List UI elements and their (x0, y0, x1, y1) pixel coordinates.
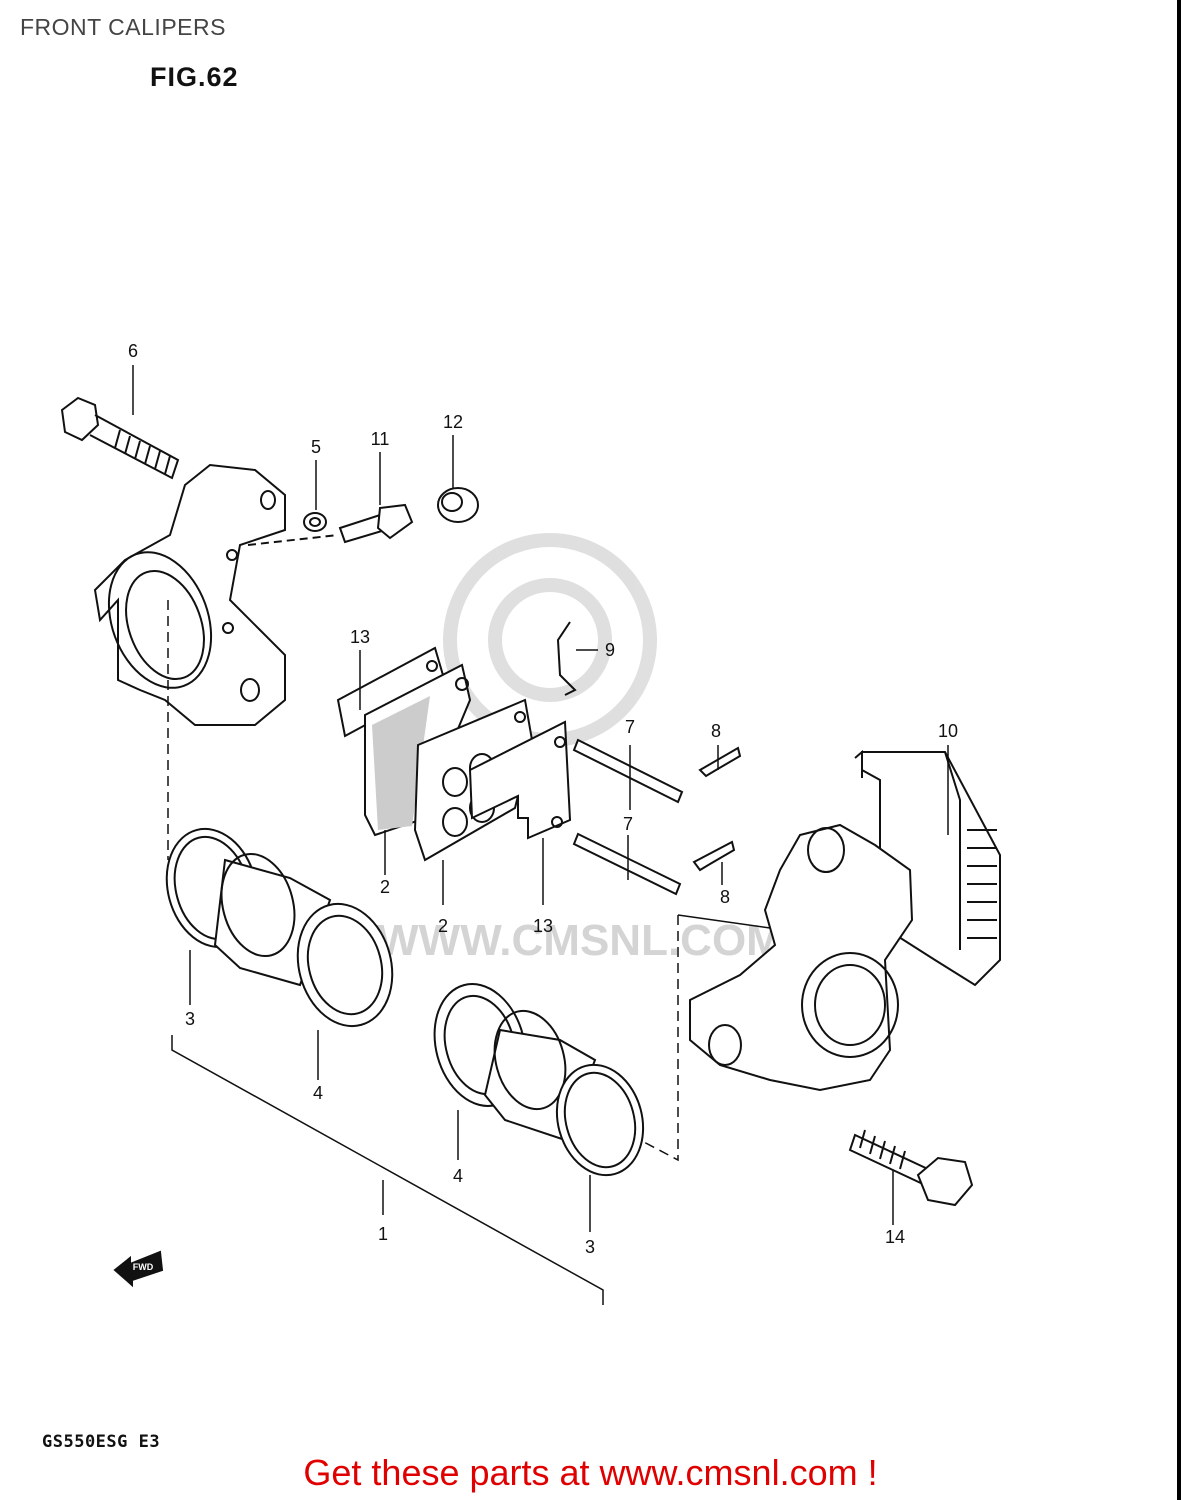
callout-3-left: 3 (185, 1009, 195, 1029)
callout-13-upper: 13 (350, 627, 370, 647)
callout-9: 9 (605, 640, 615, 660)
callout-6: 6 (128, 341, 138, 361)
callout-8-upper: 8 (711, 721, 721, 741)
pin-clip-part-8-lower (692, 840, 736, 872)
right-caliper-body (689, 823, 914, 1092)
promo-link[interactable]: Get these parts at www.cmsnl.com ! (303, 1452, 878, 1493)
callout-12: 12 (443, 412, 463, 432)
model-code: GS550ESG E3 (42, 1432, 161, 1452)
callout-2-b: 2 (438, 916, 448, 936)
dust-seal-part-4-left (296, 902, 394, 1028)
pad-spring-part-9 (556, 621, 577, 696)
pad-shim-part-13-lower (468, 720, 572, 840)
callout-4-right: 4 (453, 1166, 463, 1186)
callout-1: 1 (378, 1224, 388, 1244)
cmsnl-watermark-logo (443, 533, 657, 747)
callout-8-lower: 8 (720, 887, 730, 907)
left-caliper-body (93, 463, 339, 726)
watermark-text: WWW.CMSNL.COM (377, 916, 783, 965)
callout-11: 11 (371, 429, 390, 449)
pad-pin-part-7-lower (572, 832, 682, 896)
callout-3-right: 3 (585, 1237, 595, 1257)
bolt-part-6 (60, 396, 180, 480)
right-border (1177, 0, 1181, 1500)
callout-2-a: 2 (380, 877, 390, 897)
bolt-part-14 (848, 1129, 974, 1207)
bleeder-valve-part-11 (338, 503, 414, 544)
leader-lines (132, 365, 949, 1305)
fwd-label: FWD (133, 1262, 154, 1272)
callout-4-left: 4 (313, 1083, 323, 1103)
pad-pin-part-7-upper (572, 738, 684, 804)
callout-5: 5 (311, 437, 321, 457)
forward-direction-arrow: FWD (113, 1250, 164, 1288)
pin-clip-part-8-upper (698, 746, 742, 778)
callout-14: 14 (885, 1227, 905, 1247)
callout-7-lower: 7 (623, 814, 633, 834)
callout-13-lower: 13 (533, 916, 553, 936)
piston-seal-part-3-right (555, 1063, 645, 1177)
washer-part-5 (303, 512, 327, 532)
page-title: FRONT CALIPERS (20, 14, 226, 40)
bleeder-cap-part-12 (437, 487, 479, 523)
callout-7-upper: 7 (625, 717, 635, 737)
callout-numbers: 6 5 11 12 13 9 7 7 8 8 10 2 2 13 3 4 4 1… (128, 341, 958, 1257)
figure-label: FIG.62 (150, 62, 239, 92)
callout-10: 10 (938, 721, 958, 741)
